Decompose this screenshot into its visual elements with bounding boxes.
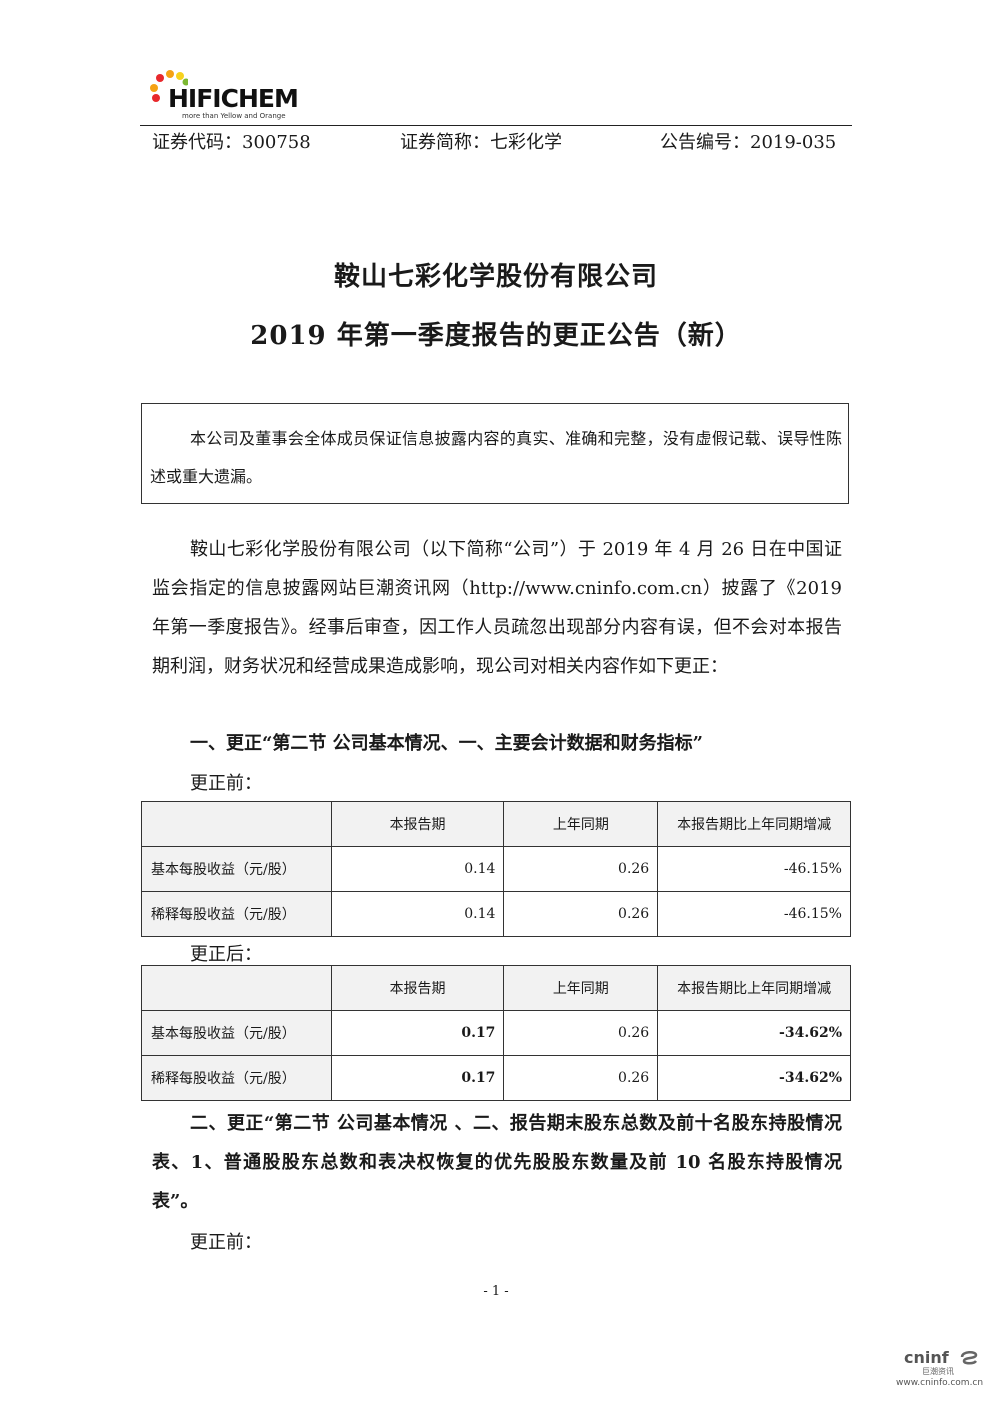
cninfo-url: www.cninfo.com.cn bbox=[896, 1378, 984, 1388]
table-cell: -46.15% bbox=[657, 846, 851, 892]
row-label: 稀释每股收益（元/股） bbox=[141, 1055, 332, 1101]
table-cell: 0.26 bbox=[503, 846, 659, 892]
table-cell: 0.14 bbox=[330, 891, 505, 937]
table-row: 稀释每股收益（元/股） 0.14 0.26 -46.15% bbox=[141, 891, 851, 937]
table-cell: -46.15% bbox=[657, 891, 851, 937]
section1-after-label: 更正后： bbox=[190, 944, 262, 965]
table-header-cell: 上年同期 bbox=[503, 801, 659, 847]
body-paragraph: 鞍山七彩化学股份有限公司（以下简称“公司”）于 2019 年 4 月 26 日在… bbox=[152, 539, 842, 677]
stock-code: 证券代码：300758 bbox=[152, 132, 311, 153]
table-header-cell bbox=[141, 801, 332, 847]
table-cell: 0.26 bbox=[503, 1055, 659, 1101]
table-header-cell: 本报告期比上年同期增减 bbox=[657, 801, 851, 847]
cninfo-brand: cninf bbox=[904, 1348, 949, 1367]
stock-abbreviation: 证券简称：七彩化学 bbox=[400, 132, 562, 153]
disclaimer-box bbox=[141, 403, 849, 504]
table-cell: -34.62% bbox=[657, 1010, 851, 1056]
section2-before-label: 更正前： bbox=[190, 1232, 262, 1253]
document-title-line1: 鞍山七彩化学股份有限公司 bbox=[333, 262, 658, 292]
table-cell: 0.14 bbox=[330, 846, 505, 892]
table-before: 本报告期 上年同期 本报告期比上年同期增减 基本每股收益（元/股） 0.14 0… bbox=[141, 801, 851, 937]
cninfo-watermark: cninf 巨潮资讯 www.cninfo.com.cn bbox=[896, 1348, 986, 1392]
table-header-cell: 本报告期 bbox=[330, 965, 505, 1011]
section2-heading: 二、更正“第二节 公司基本情况 、二、报告期末股东总数及前十名股东持股情况表、1… bbox=[152, 1113, 842, 1212]
table-header-row: 本报告期 上年同期 本报告期比上年同期增减 bbox=[141, 965, 851, 1011]
page-number: - 1 - bbox=[483, 1284, 509, 1299]
table-cell: 0.26 bbox=[503, 1010, 659, 1056]
notice-number: 公告编号：2019-035 bbox=[660, 132, 837, 153]
section1-before-label: 更正前： bbox=[190, 773, 262, 794]
table-cell: 0.26 bbox=[503, 891, 659, 937]
table-cell: -34.62% bbox=[657, 1055, 851, 1101]
disclaimer-text: 本公司及董事会全体成员保证信息披露内容的真实、准确和完整，没有虚假记载、误导性陈… bbox=[150, 429, 842, 486]
table-row: 基本每股收益（元/股） 0.17 0.26 -34.62% bbox=[141, 1010, 851, 1056]
document-title-line2: 2019 年第一季度报告的更正公告（新） bbox=[250, 321, 742, 351]
header-divider bbox=[140, 125, 852, 126]
logo-petals-icon bbox=[150, 70, 188, 102]
table-header-cell: 上年同期 bbox=[503, 965, 659, 1011]
table-after: 本报告期 上年同期 本报告期比上年同期增减 基本每股收益（元/股） 0.17 0… bbox=[141, 965, 851, 1101]
row-label: 基本每股收益（元/股） bbox=[141, 1010, 332, 1056]
cninfo-brand-sub: 巨潮资讯 bbox=[922, 1367, 954, 1376]
table-header-cell bbox=[141, 965, 332, 1011]
table-header-cell: 本报告期 bbox=[330, 801, 505, 847]
table-cell: 0.17 bbox=[330, 1055, 505, 1101]
company-logo: HIFICHEM more than Yellow and Orange bbox=[148, 68, 308, 124]
cninfo-swirl-icon bbox=[960, 1351, 978, 1365]
row-label: 稀释每股收益（元/股） bbox=[141, 891, 332, 937]
table-header-cell: 本报告期比上年同期增减 bbox=[657, 965, 851, 1011]
table-row: 基本每股收益（元/股） 0.14 0.26 -46.15% bbox=[141, 846, 851, 892]
table-header-row: 本报告期 上年同期 本报告期比上年同期增减 bbox=[141, 801, 851, 847]
row-label: 基本每股收益（元/股） bbox=[141, 846, 332, 892]
logo-tagline: more than Yellow and Orange bbox=[182, 112, 286, 120]
table-cell: 0.17 bbox=[330, 1010, 505, 1056]
logo-wordmark: HIFICHEM bbox=[168, 84, 299, 113]
table-row: 稀释每股收益（元/股） 0.17 0.26 -34.62% bbox=[141, 1055, 851, 1101]
section1-heading: 一、更正“第二节 公司基本情况、一、主要会计数据和财务指标” bbox=[190, 733, 703, 754]
